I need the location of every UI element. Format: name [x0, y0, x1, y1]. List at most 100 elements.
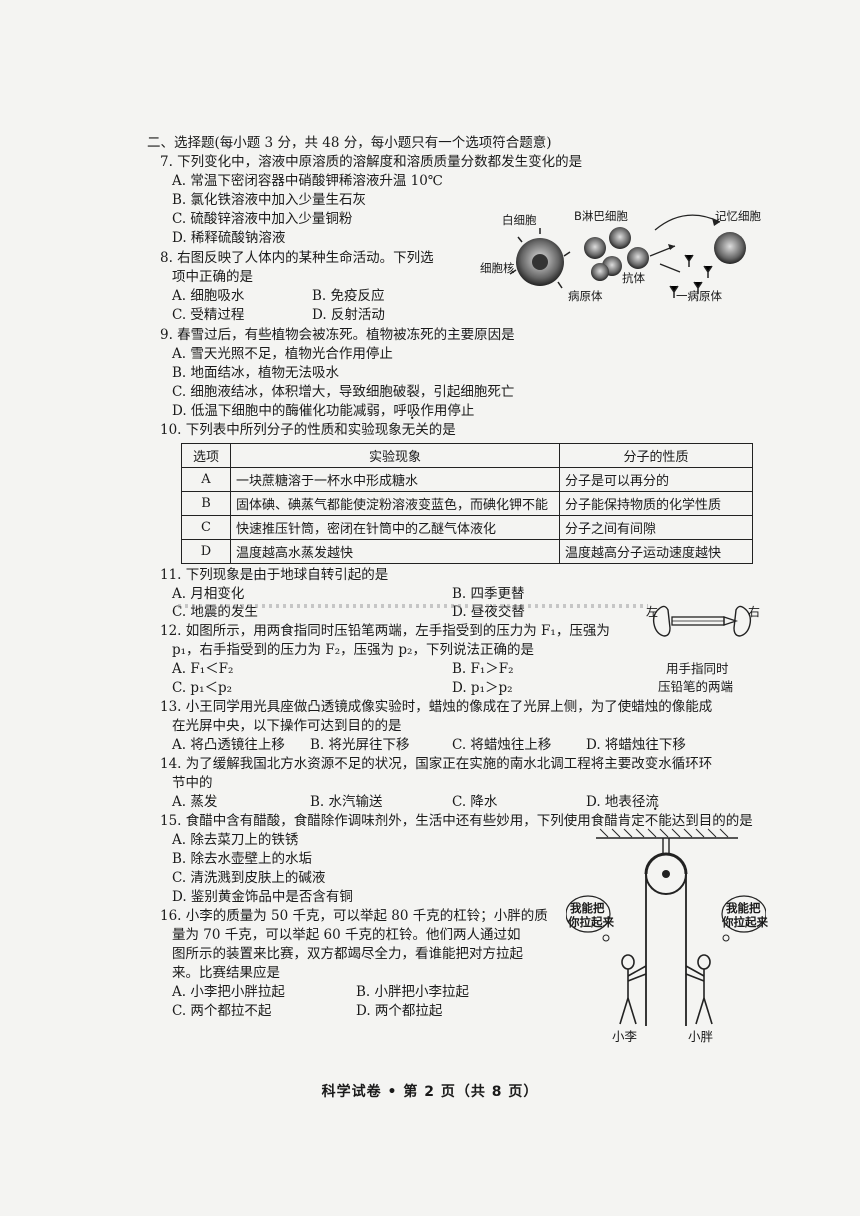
row-property: 分子之间有间隙	[559, 515, 753, 540]
q10-stem: 10. 下列表中所列分子的性质和实验现象无关的是	[160, 421, 456, 439]
scan-noise	[178, 604, 648, 608]
name-xiaoli: 小李	[612, 1029, 638, 1044]
q15-stem-post: 达到目的的是	[671, 813, 753, 829]
q12-option-d: D. p₁＞p₂	[452, 680, 513, 696]
q9-option-c: C. 细胞液结冰，体积增大，导致细胞破裂，引起细胞死亡	[172, 384, 515, 400]
label-pathogen: 病原体	[568, 289, 603, 303]
row-option: D	[181, 539, 231, 564]
q13-option-b: B. 将光屏往下移	[310, 737, 410, 753]
q13-stem-line1: 13. 小王同学用光具座做凸透镜成像实验时，蜡烛的像成在了光屏上侧，为了使蜡烛的…	[160, 699, 713, 715]
q10-stem-pre: 10. 下列表中所列分子的性质和实验现象	[160, 422, 402, 438]
row-phenomenon: 固体碘、碘蒸气都能使淀粉溶液变蓝色，而碘化钾不能	[230, 491, 560, 516]
bubble-left-line2: 你拉起来	[568, 915, 614, 929]
q14-option-d: D. 地表径流	[586, 794, 659, 810]
row-option: A	[181, 467, 231, 492]
q8-option-d: D. 反射活动	[312, 307, 385, 323]
row-option: C	[181, 515, 231, 540]
bubble-right-line2: 你拉起来	[722, 915, 768, 929]
white-cell-shape	[509, 228, 571, 289]
q14-stem-line1: 14. 为了缓解我国北方水资源不足的状况，国家正在实施的南水北调工程将主要改变水…	[160, 756, 713, 772]
q14-option-c: C. 降水	[452, 794, 498, 810]
q8-stem-line1: 8. 右图反映了人体内的某种生命活动。下列选	[160, 250, 434, 266]
q15-option-d: D. 鉴别黄金饰品中是否含有铜	[172, 889, 353, 905]
row-property: 温度越高分子运动速度越快	[559, 539, 753, 564]
q15-stem-emphasis: 不能	[645, 813, 672, 829]
q11-stem: 11. 下列现象是由于地球自转引起的是	[160, 567, 389, 583]
pulley-diagram	[565, 828, 767, 1026]
q13-option-a: A. 将凸透镜往上移	[172, 737, 285, 753]
page-footer: 科学试卷 • 第 2 页（共 8 页）	[321, 1084, 539, 1100]
q16-stem-line3: 图所示的装置来比赛，双方都竭尽全力，看谁能把对方拉起	[172, 946, 523, 962]
q15-option-a: A. 除去菜刀上的铁锈	[172, 832, 299, 848]
q11-option-c: C. 地震的发生	[172, 604, 258, 620]
q12-stem-line1: 12. 如图所示，用两食指同时压铅笔两端，左手指受到的压力为 F₁，压强为	[160, 623, 610, 639]
bubble-right-line1: 我能把	[726, 901, 761, 915]
row-property: 分子是可以再分的	[559, 467, 753, 492]
q7-stem: 7. 下列变化中，溶液中原溶质的溶解度和溶质质量分数都发生变化的是	[160, 154, 583, 170]
q7-option-a: A. 常温下密闭容器中硝酸钾稀溶液升温 10℃	[172, 173, 443, 189]
pulley-figure: 我能把 你拉起来 我能把 你拉起来 小李 小胖	[565, 826, 768, 1046]
q8-option-b: B. 免疫反应	[312, 288, 385, 304]
q12-stem-line2: p₁，右手指受到的压力为 F₂，压强为 p₂，下列说法正确的是	[172, 642, 534, 658]
q12-option-a: A. F₁＜F₂	[172, 661, 234, 677]
q7-option-d: D. 稀释硫酸钠溶液	[172, 230, 286, 246]
q10-table: 选项 实验现象 分子的性质 A 一块蔗糖溶于一杯水中形成糖水 分子是可以再分的 …	[181, 443, 753, 564]
table-row: C 快速推压针筒，密闭在针筒中的乙醚气体液化 分子之间有间隙	[181, 515, 753, 540]
q12-option-c: C. p₁＜p₂	[172, 680, 233, 696]
header-phenomenon: 实验现象	[230, 443, 560, 468]
immune-diagram	[509, 214, 746, 298]
q10-stem-emphasis: 无关	[402, 422, 429, 438]
q7-option-c: C. 硫酸锌溶液中加入少量铜粉	[172, 211, 353, 227]
table-header-row: 选项 实验现象 分子的性质	[181, 443, 753, 468]
q8-option-c: C. 受精过程	[172, 307, 245, 323]
row-phenomenon: 快速推压针筒，密闭在针筒中的乙醚气体液化	[230, 515, 560, 540]
q7-option-b: B. 氯化铁溶液中加入少量生石灰	[172, 192, 367, 208]
table-row: B 固体碘、碘蒸气都能使淀粉溶液变蓝色，而碘化钾不能 分子能保持物质的化学性质	[181, 491, 753, 516]
q15-option-b: B. 除去水壶壁上的水垢	[172, 851, 313, 867]
q15-stem: 15. 食醋中含有醋酸，食醋除作调味剂外，生活中还有些妙用，下列使用食醋肯定不能…	[160, 812, 753, 830]
label-memory-cell: 记忆细胞	[715, 209, 761, 223]
label-pathogen2: 一病原体	[676, 289, 722, 303]
q14-stem-line2: 节中的	[172, 775, 213, 791]
q15-option-c: C. 清洗溅到皮肤上的碱液	[172, 870, 326, 886]
q9-option-a: A. 雪天光照不足，植物光合作用停止	[172, 346, 393, 362]
q12-option-b: B. F₁＞F₂	[452, 661, 514, 677]
q16-stem-line1: 16. 小李的质量为 50 千克，可以举起 80 千克的杠铃；小胖的质	[160, 908, 548, 924]
q8-option-a: A. 细胞吸水	[172, 288, 245, 304]
q9-option-b: B. 地面结冰，植物无法吸水	[172, 365, 340, 381]
caption-line2: 压铅笔的两端	[658, 679, 734, 694]
q9-option-d: D. 低温下细胞中的酶催化功能减弱，呼吸作用停止	[172, 403, 475, 419]
table-row: A 一块蔗糖溶于一杯水中形成糖水 分子是可以再分的	[181, 467, 753, 492]
q13-option-c: C. 将蜡烛往上移	[452, 737, 552, 753]
label-white-cell: 白细胞	[502, 213, 537, 227]
section-title: 二、选择题(每小题 3 分，共 48 分，每小题只有一个选项符合题意)	[147, 135, 552, 151]
q10-stem-post: 的是	[428, 422, 456, 438]
q11-option-a: A. 月相变化	[172, 586, 245, 602]
pencil-figure: 左 右 用手指同时 压铅笔的两端	[646, 600, 761, 695]
q16-stem-line2: 量为 70 千克，可以举起 60 千克的杠铃。他们两人通过如	[172, 927, 521, 943]
row-option: B	[181, 491, 231, 516]
q16-option-b: B. 小胖把小李拉起	[356, 984, 470, 1000]
label-left: 左	[646, 605, 659, 619]
q16-option-a: A. 小李把小胖拉起	[172, 984, 285, 1000]
table-row: D 温度越高水蒸发越快 温度越高分子运动速度越快	[181, 539, 753, 564]
row-property: 分子能保持物质的化学性质	[559, 491, 753, 516]
q11-option-d: D. 昼夜交替	[452, 604, 525, 620]
label-b-cell: B淋巴细胞	[574, 209, 628, 223]
q14-option-b: B. 水汽输送	[310, 794, 383, 810]
label-right: 右	[748, 605, 761, 619]
q16-stem-line4: 来。比赛结果应是	[172, 965, 280, 981]
pencil-diagram	[652, 605, 752, 637]
header-option: 选项	[181, 443, 231, 468]
label-nucleus: 细胞核	[480, 261, 515, 275]
bubble-left-line1: 我能把	[570, 901, 605, 915]
q13-option-d: D. 将蜡烛往下移	[586, 737, 686, 753]
row-phenomenon: 温度越高水蒸发越快	[230, 539, 560, 564]
immune-figure: 白细胞 B淋巴细胞 记忆细胞 细胞核 抗体 病原体 一病原体	[480, 200, 770, 305]
q15-stem-pre: 15. 食醋中含有醋酸，食醋除作调味剂外，生活中还有些妙用，下列使用食醋肯定	[160, 813, 645, 829]
caption-line1: 用手指同时	[666, 661, 729, 676]
q8-stem-line2: 项中正确的是	[172, 269, 253, 285]
row-phenomenon: 一块蔗糖溶于一杯水中形成糖水	[230, 467, 560, 492]
q16-option-d: D. 两个都拉起	[356, 1003, 443, 1019]
